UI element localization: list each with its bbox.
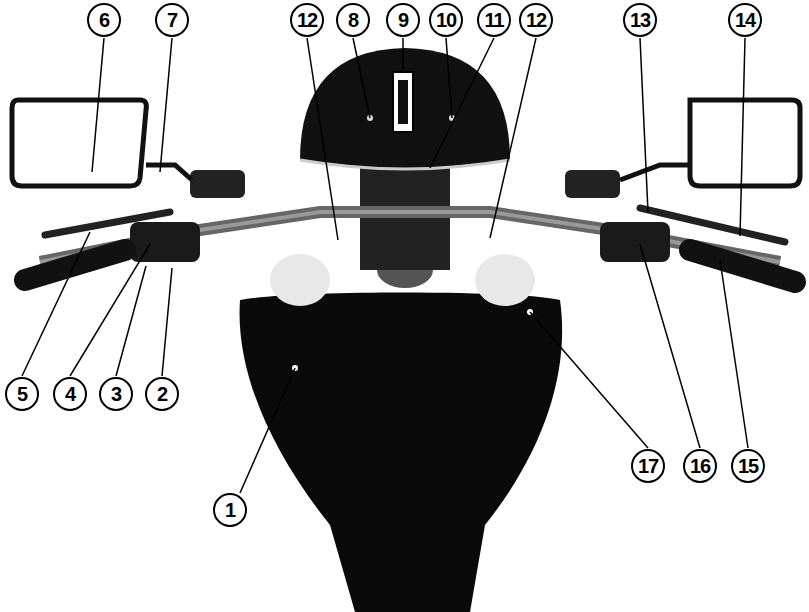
callout-number: 6 <box>87 3 121 37</box>
callout-number: 4 <box>53 377 87 411</box>
callout-number: 17 <box>631 449 665 483</box>
callout-number: 10 <box>429 3 463 37</box>
callout-number: 12 <box>519 3 553 37</box>
leader-lines <box>22 38 748 493</box>
callout-number: 12 <box>290 3 324 37</box>
callout-number: 15 <box>731 449 765 483</box>
callout-number: 2 <box>145 377 179 411</box>
callout-number: 7 <box>155 3 189 37</box>
callout-number: 8 <box>336 3 370 37</box>
callout-number: 1 <box>213 493 247 527</box>
callout-number: 13 <box>623 3 657 37</box>
callout-number: 5 <box>5 377 39 411</box>
callout-number: 9 <box>386 3 420 37</box>
callout-number: 3 <box>99 377 133 411</box>
callout-number: 14 <box>728 3 762 37</box>
callout-number: 11 <box>477 3 511 37</box>
callout-number: 16 <box>683 449 717 483</box>
